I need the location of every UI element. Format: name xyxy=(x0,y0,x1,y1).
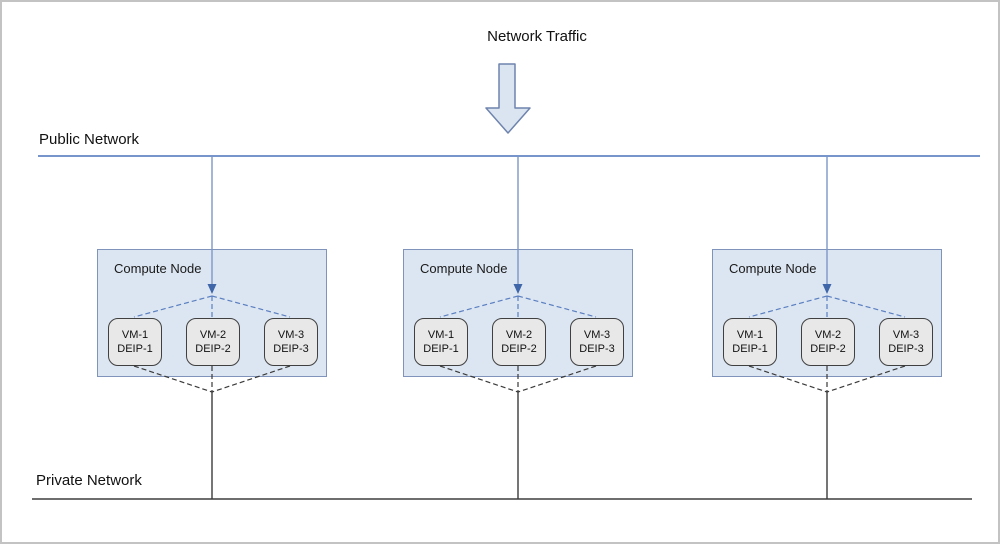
vm-box: VM-3 DEIP-3 xyxy=(570,318,624,366)
compute-node-label: Compute Node xyxy=(420,261,508,276)
vm-name: VM-3 xyxy=(583,328,611,341)
vm-name: VM-2 xyxy=(505,328,533,341)
vm-name: VM-1 xyxy=(736,328,764,341)
vm-box: VM-3 DEIP-3 xyxy=(264,318,318,366)
vm-name: VM-3 xyxy=(892,328,920,341)
vm-name: VM-1 xyxy=(427,328,455,341)
vm-deip: DEIP-3 xyxy=(579,342,615,355)
down-arrow-icon xyxy=(485,63,531,134)
vm-deip: DEIP-1 xyxy=(423,342,459,355)
vm-box: VM-2 DEIP-2 xyxy=(801,318,855,366)
vm-deip: DEIP-2 xyxy=(195,342,231,355)
compute-node-box: Compute Node VM-1 DEIP-1 VM-2 DEIP-2 VM-… xyxy=(97,249,327,377)
vm-box: VM-3 DEIP-3 xyxy=(879,318,933,366)
vm-deip: DEIP-1 xyxy=(117,342,153,355)
public-network-label: Public Network xyxy=(39,131,140,148)
vm-name: VM-2 xyxy=(199,328,227,341)
vm-box: VM-1 DEIP-1 xyxy=(723,318,777,366)
vm-name: VM-3 xyxy=(277,328,305,341)
compute-node-label: Compute Node xyxy=(729,261,817,276)
vm-box: VM-1 DEIP-1 xyxy=(108,318,162,366)
network-traffic-label: Network Traffic xyxy=(487,28,587,45)
compute-node-label: Compute Node xyxy=(114,261,202,276)
vm-box: VM-2 DEIP-2 xyxy=(492,318,546,366)
vm-box: VM-2 DEIP-2 xyxy=(186,318,240,366)
vm-name: VM-1 xyxy=(121,328,149,341)
compute-node-box: Compute Node VM-1 DEIP-1 VM-2 DEIP-2 VM-… xyxy=(403,249,633,377)
vm-deip: DEIP-2 xyxy=(810,342,846,355)
vm-deip: DEIP-3 xyxy=(888,342,924,355)
vm-deip: DEIP-1 xyxy=(732,342,768,355)
vm-box: VM-1 DEIP-1 xyxy=(414,318,468,366)
compute-node-box: Compute Node VM-1 DEIP-1 VM-2 DEIP-2 VM-… xyxy=(712,249,942,377)
vm-deip: DEIP-2 xyxy=(501,342,537,355)
vm-name: VM-2 xyxy=(814,328,842,341)
vm-deip: DEIP-3 xyxy=(273,342,309,355)
private-network-label: Private Network xyxy=(36,472,142,489)
